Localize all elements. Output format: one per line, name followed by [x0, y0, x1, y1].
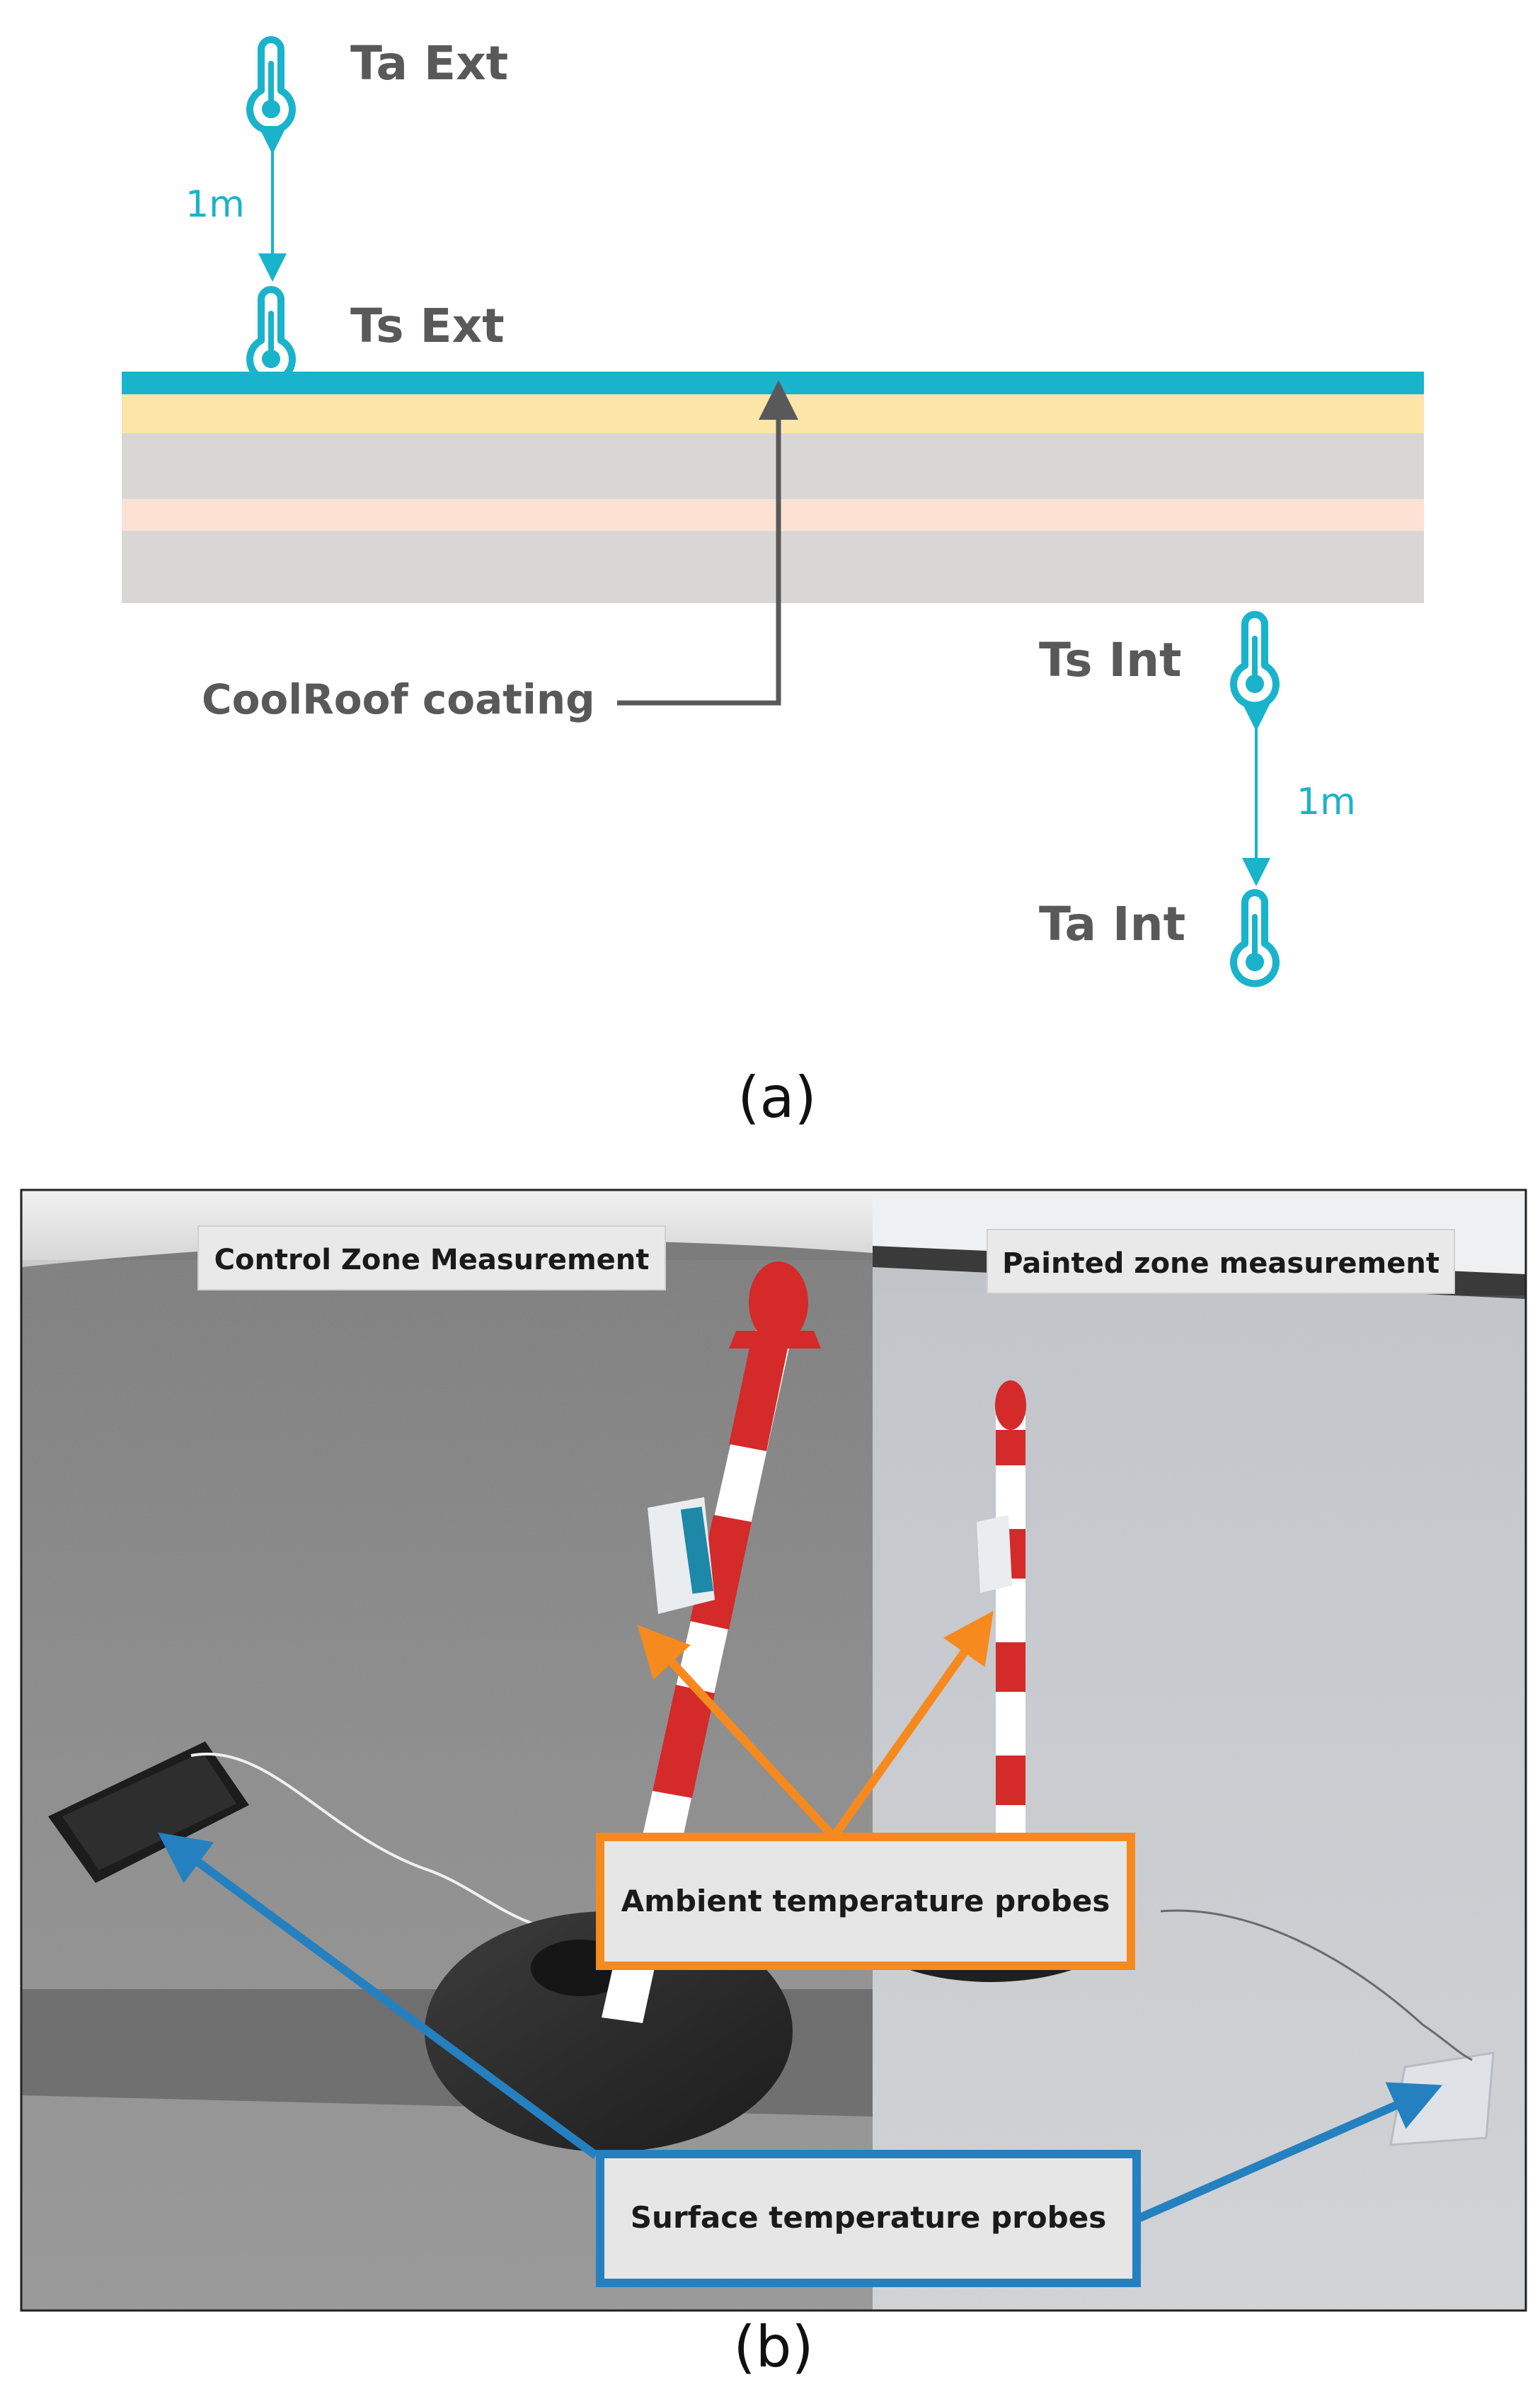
striped-post-painted: [995, 1380, 1026, 1869]
ambient-probe-logger-painted: [977, 1515, 1012, 1593]
label-ta-ext: Ta Ext: [350, 36, 508, 91]
control-zone-label: Control Zone Measurement: [214, 1244, 650, 1276]
photo-composite: [21, 1190, 1526, 2311]
surface-arrow-left: [158, 1832, 599, 2159]
label-distance-bottom: 1m: [1297, 781, 1356, 823]
coating-pointer-arrow: [617, 380, 798, 706]
panel-a: Ta Ext Ts Ext Ts Int Ta Int 1m 1m CoolRo…: [122, 36, 1424, 1130]
label-ts-ext: Ts Ext: [350, 299, 505, 353]
ambient-arrow-left: [637, 1625, 837, 1840]
ambient-probes-label: Ambient temperature probes: [621, 1884, 1110, 1918]
roof-layer-yellow: [122, 394, 1424, 433]
surface-arrow-right: [1134, 2082, 1442, 2223]
photo-border: [20, 1189, 1527, 2312]
thermometer-icon-ts-ext: [250, 290, 292, 381]
roof-layer-gray-upper: [122, 433, 1424, 499]
surface-probes-label: Surface temperature probes: [631, 2200, 1106, 2235]
photo-control-zone: [21, 1190, 873, 2311]
roof-layers: [122, 372, 1424, 603]
label-ts-int: Ts Int: [1039, 633, 1182, 687]
label-coolroof-coating: CoolRoof coating: [202, 675, 595, 723]
ambient-probes-callout: Ambient temperature probes: [596, 1833, 1135, 1970]
thermometer-icon-ts-int: [1234, 614, 1276, 706]
painted-zone-label: Painted zone measurement: [1002, 1247, 1440, 1280]
control-zone-label-box: Control Zone Measurement: [197, 1225, 666, 1290]
ambient-arrow-right: [830, 1610, 994, 1840]
label-distance-top: 1m: [185, 183, 245, 226]
thermometer-icon-ta-ext: [250, 40, 292, 131]
surface-probes-callout: Surface temperature probes: [596, 2150, 1141, 2287]
photo-painted-zone: [849, 1190, 1526, 2311]
coolroof-coating-layer: [122, 372, 1424, 394]
roof-layer-peach: [122, 499, 1424, 531]
caption-a: (a): [737, 1065, 816, 1130]
painted-zone-label-box: Painted zone measurement: [987, 1229, 1455, 1294]
label-ta-int: Ta Int: [1039, 897, 1185, 951]
caption-b: (b): [733, 2314, 813, 2380]
roof-layer-gray-lower: [122, 531, 1424, 603]
thermometer-icon-ta-int: [1234, 893, 1276, 984]
panel-b: Control Zone Measurement Painted zone me…: [20, 1189, 1527, 2380]
